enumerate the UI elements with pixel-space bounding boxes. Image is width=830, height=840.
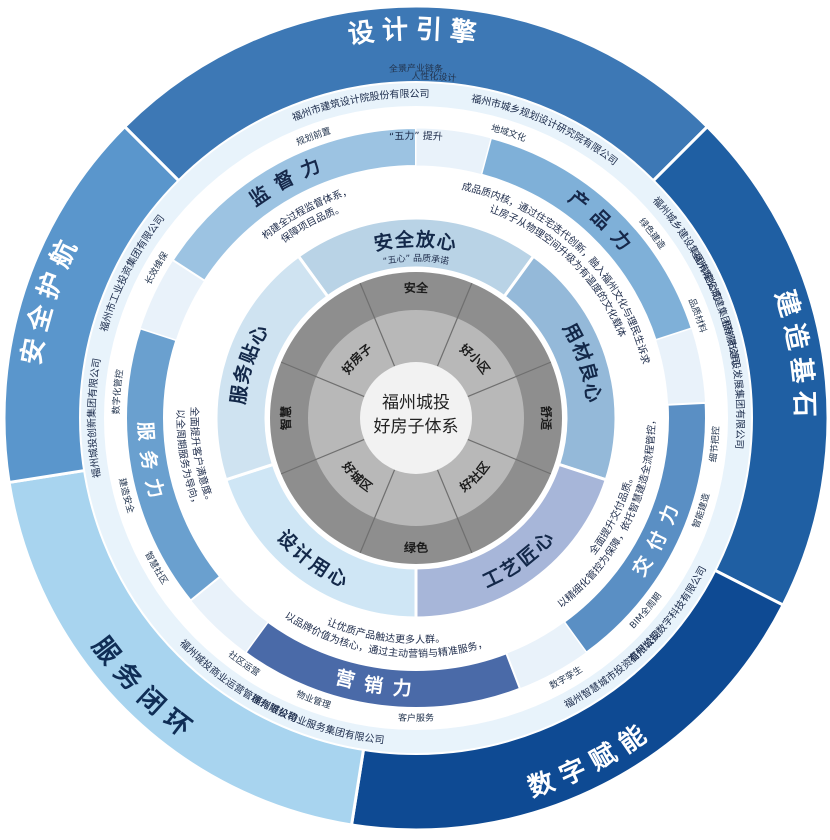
inner-divider (467, 361, 552, 398)
inner-divider (436, 469, 473, 554)
heart-caption: “五心” 品质承诺 (382, 252, 450, 267)
inner-segment-label: 舒适 (539, 405, 555, 431)
tag-label: 人性化设计 (411, 70, 457, 84)
inner-divider (359, 282, 396, 367)
company-label: 福州城投创新集团有限公司 (85, 357, 103, 478)
center-subtitle: 好房子体系 (374, 417, 459, 437)
center-circle (360, 362, 472, 474)
inner-divider (280, 361, 365, 398)
inner-divider (436, 282, 473, 367)
center-title: 福州城投 (382, 393, 450, 413)
force-gap (415, 127, 492, 176)
inner-divider (359, 469, 396, 554)
inner-segment-label: 智慧 (277, 406, 293, 432)
outer-section-title: 设计引擎 (346, 14, 486, 50)
inner-segment-label: 绿色 (404, 539, 429, 555)
force-caption: “五力” 提升 (389, 129, 443, 143)
inner-segment-label: 安全 (404, 279, 430, 295)
inner-divider (280, 438, 365, 475)
inner-divider (467, 438, 552, 475)
